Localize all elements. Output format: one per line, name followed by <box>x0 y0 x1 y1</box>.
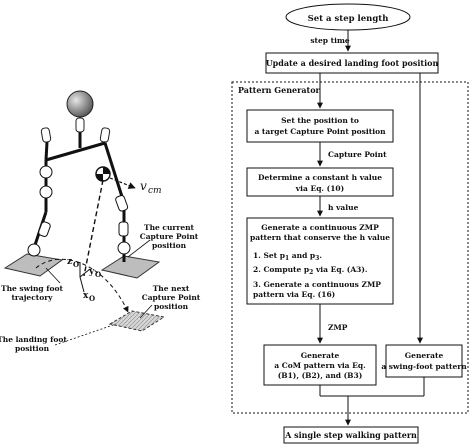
svg-text:O: O <box>73 260 79 269</box>
svg-text:position: position <box>15 344 50 353</box>
svg-text:The next: The next <box>153 284 190 293</box>
pattern-generator-title: Pattern Generator <box>238 85 321 95</box>
stance-foot-left <box>3 253 64 277</box>
landing-foot-label: The landing foot position <box>0 335 67 353</box>
svg-text:The landing foot: The landing foot <box>0 335 67 344</box>
left-leg <box>27 160 53 257</box>
robot-head <box>66 90 94 118</box>
svg-text:1. Set p1 and p3.: 1. Set p1 and p3. <box>253 251 322 262</box>
velocity-label: v <box>140 179 147 193</box>
zmp-edge-label: ZMP <box>328 323 348 332</box>
swing-foot-trajectory <box>35 258 129 313</box>
end-node <box>283 426 419 444</box>
zmp-generation-box <box>246 217 394 305</box>
stance-foot-right <box>100 255 161 279</box>
landing-foot <box>108 310 166 332</box>
robot-illustration: v cm z O y O x O The current Capture Poi… <box>0 90 201 353</box>
svg-text:Generate a continuous ZMP: Generate a continuous ZMP <box>261 223 379 232</box>
svg-text:position: position <box>154 302 189 311</box>
svg-text:3. Generate a continuous ZMP: 3. Generate a continuous ZMP <box>253 280 381 289</box>
next-cp-label: The next Capture Point position <box>142 284 201 311</box>
svg-text:a swing-foot pattern: a swing-foot pattern <box>381 362 467 371</box>
svg-text:trajectory: trajectory <box>11 293 53 302</box>
svg-text:a target Capture Point positio: a target Capture Point position <box>254 127 386 136</box>
svg-text:A single step walking pattern: A single step walking pattern <box>284 430 417 440</box>
svg-text:Capture Point: Capture Point <box>140 232 199 241</box>
velocity-subscript: cm <box>148 186 162 196</box>
svg-text:2. Compute p2 via Eq. (A3).: 2. Compute p2 via Eq. (A3). <box>253 265 368 276</box>
svg-text:O: O <box>95 270 101 279</box>
svg-text:Capture Point: Capture Point <box>142 293 201 302</box>
flowchart: Set a step length step time Update a des… <box>231 3 469 444</box>
current-cp-label: The current Capture Point position <box>140 223 199 250</box>
svg-text:Generate: Generate <box>301 351 340 360</box>
svg-text:Set the position to: Set the position to <box>281 116 359 125</box>
pattern-generator-group <box>231 81 469 414</box>
svg-text:Set a step length: Set a step length <box>308 14 389 24</box>
svg-text:pattern via Eq. (16): pattern via Eq. (16) <box>253 290 335 299</box>
svg-text:position: position <box>152 241 187 250</box>
update-landing-box <box>265 52 439 74</box>
svg-text:Update a desired landing foot: Update a desired landing foot position <box>266 58 439 68</box>
h-value-edge-label: h value <box>328 203 359 212</box>
svg-text:y: y <box>88 267 95 277</box>
svg-text:via Eq. (10): via Eq. (10) <box>295 184 344 193</box>
svg-text:Determine a constant h value: Determine a constant h value <box>258 173 382 182</box>
com-pattern-box <box>263 344 377 386</box>
svg-text:Generate: Generate <box>405 351 444 360</box>
svg-text:The current: The current <box>144 223 195 232</box>
capture-point-edge-label: Capture Point <box>328 150 387 159</box>
set-position-box <box>246 109 394 143</box>
swing-foot-pattern-box <box>385 344 463 378</box>
coordinate-frame: z O y O x O <box>67 257 101 303</box>
right-leg <box>103 142 131 262</box>
swing-trajectory-label: The swing foot trajectory <box>1 284 63 302</box>
svg-text:pattern that conserve the h va: pattern that conserve the h value <box>250 233 390 242</box>
svg-text:The swing foot: The swing foot <box>1 284 63 293</box>
svg-text:x: x <box>83 291 89 301</box>
svg-text:z: z <box>67 257 72 267</box>
svg-text:O: O <box>89 294 95 303</box>
step-time-label: step time <box>310 36 350 45</box>
svg-text:(B1), (B2), and (B3): (B1), (B2), and (B3) <box>278 371 363 380</box>
svg-text:a CoM pattern via Eq.: a CoM pattern via Eq. <box>274 361 365 370</box>
